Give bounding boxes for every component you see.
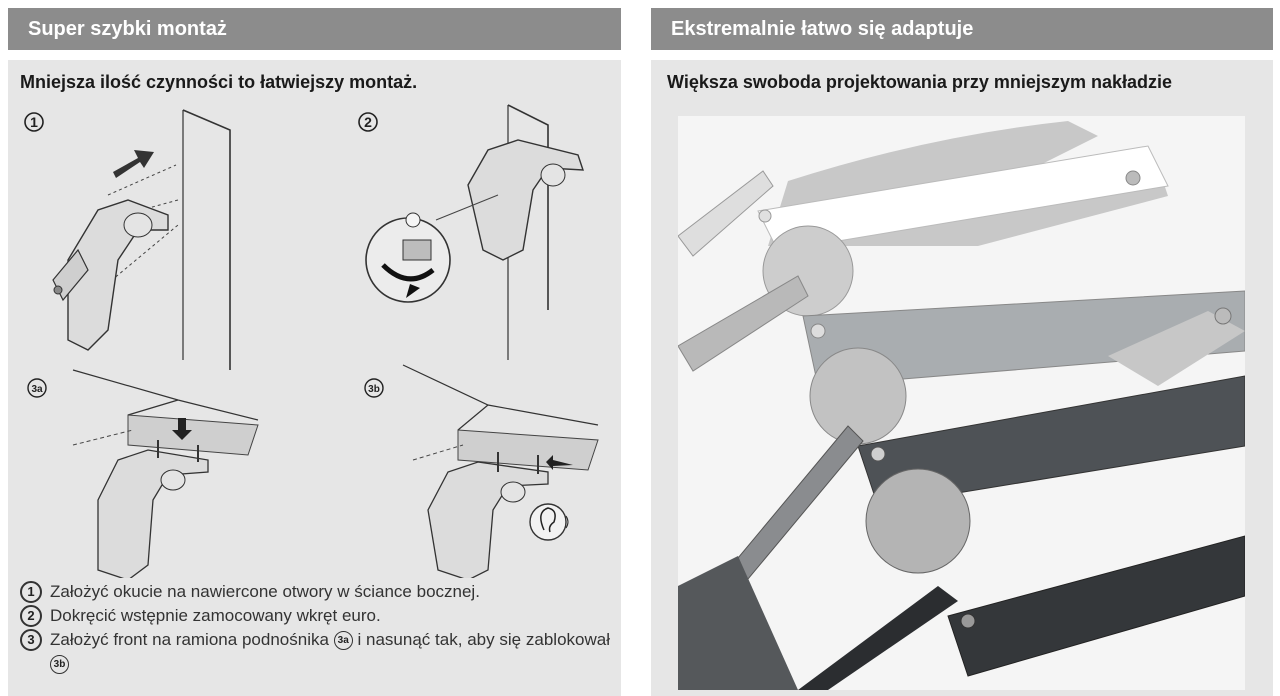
left-subtitle: Mniejsza ilość czynności to łatwiejszy m… bbox=[20, 72, 418, 92]
step-3-text-b: i nasunąć tak, aby bbox=[357, 630, 495, 649]
right-panel: Większa swoboda projektowania przy mniej… bbox=[651, 60, 1273, 696]
step-1: 1 Założyć okucie na nawiercone otwory w … bbox=[20, 580, 610, 604]
left-header: Super szybki montaż bbox=[8, 8, 621, 50]
assembly-illustration: 1 2 bbox=[24, 104, 599, 578]
step-list: 1 Założyć okucie na nawiercone otwory w … bbox=[20, 580, 610, 676]
step-2-text: Dokręcić wstępnie zamocowany wkręt euro. bbox=[50, 606, 381, 625]
left-column: Super szybki montaż Mniejsza ilość czynn… bbox=[8, 8, 621, 696]
right-column: Ekstremalnie łatwo się adaptuje Większa … bbox=[651, 8, 1273, 696]
figure-3b: 3b bbox=[364, 364, 599, 578]
right-subtitle: Większa swoboda projektowania przy mniej… bbox=[667, 72, 1172, 92]
step-2-number: 2 bbox=[20, 605, 42, 627]
left-panel: Mniejsza ilość czynności to łatwiejszy m… bbox=[8, 60, 621, 696]
figure-2: 2 bbox=[358, 104, 584, 360]
step-3-text-a: Założyć front na ramiona podnośnika bbox=[50, 630, 329, 649]
step-1-number: 1 bbox=[20, 581, 42, 603]
step-3-text: Założyć front na ramiona podnośnika 3a i… bbox=[50, 628, 610, 676]
ear-icon bbox=[529, 503, 567, 541]
figure-3a: 3a bbox=[27, 369, 259, 578]
hinge-arms-image bbox=[678, 116, 1245, 690]
step-2: 2 Dokręcić wstępnie zamocowany wkręt eur… bbox=[20, 604, 610, 628]
step-1-text: Założyć okucie na nawiercone otwory w śc… bbox=[50, 582, 480, 601]
right-header: Ekstremalnie łatwo się adaptuje bbox=[651, 8, 1273, 50]
step-3-text-c: się zablokował bbox=[499, 630, 610, 649]
figure-1: 1 bbox=[24, 109, 231, 370]
hinge-color-photo bbox=[678, 116, 1245, 690]
step-3-ref-b: 3b bbox=[50, 655, 69, 675]
figure-1-label: 1 bbox=[30, 114, 38, 130]
figure-3a-label: 3a bbox=[31, 384, 43, 395]
step-3-ref-a: 3a bbox=[333, 631, 353, 651]
figure-2-label: 2 bbox=[364, 114, 372, 130]
step-3: 3 Założyć front na ramiona podnośnika 3a… bbox=[20, 628, 610, 676]
figure-3b-label: 3b bbox=[368, 384, 380, 395]
step-3-number: 3 bbox=[20, 629, 42, 651]
